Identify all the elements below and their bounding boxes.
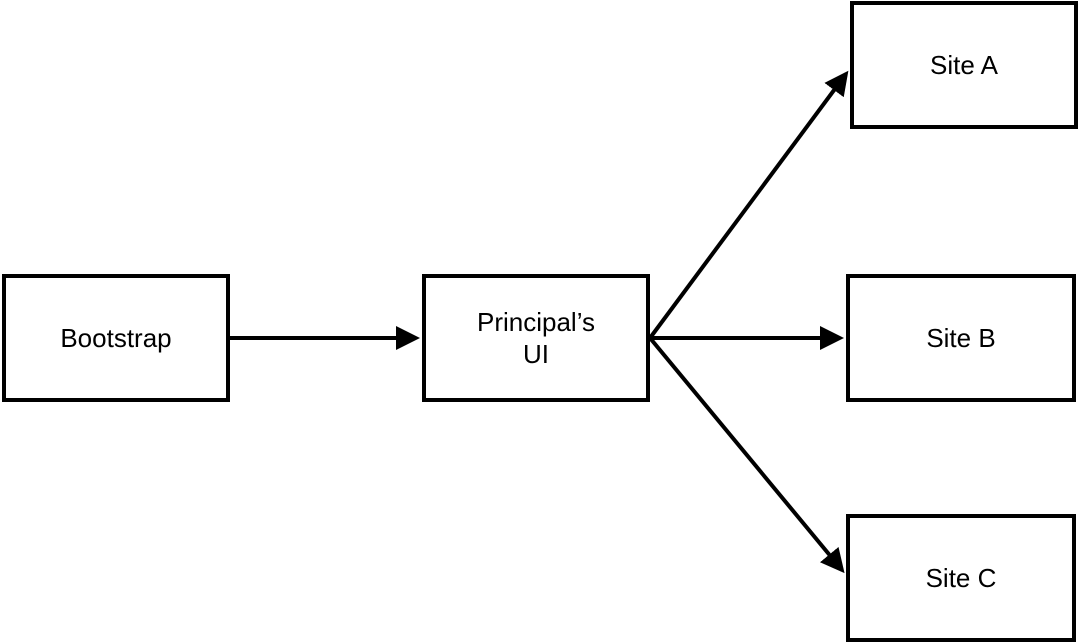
node-site-c-label: Site C <box>925 563 997 593</box>
arrow-principal-to-site-c <box>648 336 845 574</box>
arrow-principal-to-site-a <box>648 70 849 340</box>
node-principals-ui-label-line2: UI <box>522 339 549 369</box>
node-bootstrap-label: Bootstrap <box>60 323 172 353</box>
node-principals-ui-label-line1: Principal’s <box>476 307 595 337</box>
node-site-b-label: Site B <box>926 323 996 353</box>
node-principals-ui-label: Principal’s UI <box>477 306 595 370</box>
node-bootstrap: Bootstrap <box>2 274 230 402</box>
node-site-c: Site C <box>846 514 1076 642</box>
node-site-a-label: Site A <box>930 50 998 80</box>
node-site-a: Site A <box>850 1 1078 129</box>
node-principals-ui: Principal’s UI <box>422 274 650 402</box>
node-site-b: Site B <box>846 274 1076 402</box>
